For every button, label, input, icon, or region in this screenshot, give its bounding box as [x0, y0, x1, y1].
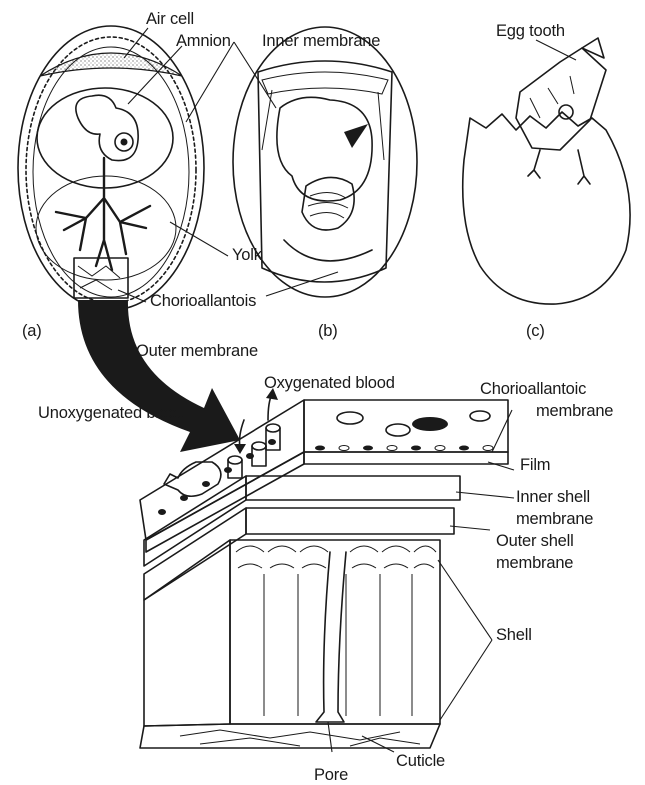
yolk-sac: [36, 176, 176, 280]
yolk-blood-vessels: [56, 158, 150, 270]
label-outer-shell-membrane-line1: Outer shell: [496, 532, 574, 550]
label-inner-shell-membrane-line1: Inner shell: [516, 488, 590, 506]
label-film: Film: [520, 456, 550, 474]
label-inner-membrane: Inner membrane: [262, 32, 380, 50]
diagram-labels: Air cell Amnion Inner membrane Egg tooth…: [38, 10, 613, 784]
hatching-chick: [516, 48, 606, 150]
label-pore: Pore: [314, 766, 348, 784]
embryo-pupil: [121, 139, 128, 146]
air-cell: [40, 53, 182, 76]
shell-side: [144, 540, 230, 726]
label-chorioallantoic-membrane-line1: Chorioallantoic: [480, 380, 586, 398]
label-egg-tooth: Egg tooth: [496, 22, 565, 40]
pore-channel: [316, 552, 346, 722]
label-air-cell: Air cell: [146, 10, 194, 28]
panel-c-tag: (c): [526, 322, 545, 340]
chorioallantois-b: [284, 240, 372, 261]
label-outer-membrane: Outer membrane: [136, 342, 258, 360]
embryo-body-b: [277, 97, 372, 201]
outer-shell-membrane-front: [246, 508, 454, 534]
unoxygenated-flow-arrow: [240, 420, 245, 448]
panel-c-egg-hatching: (c): [463, 38, 630, 340]
label-outer-shell-membrane-line2: membrane: [496, 554, 573, 572]
egg-c-shell: [463, 112, 630, 304]
label-cuticle: Cuticle: [396, 752, 445, 770]
chick-legs: [528, 150, 590, 184]
label-inner-shell-membrane-line2: membrane: [516, 510, 593, 528]
egg-b-opened-interior: [258, 61, 392, 282]
magnify-arrow: [78, 300, 240, 452]
panel-b-egg-section: (b): [233, 27, 417, 340]
label-chorioallantoic-membrane-line2: membrane: [536, 402, 613, 420]
capillary-row: [315, 446, 493, 451]
yolk-remnant-b: [302, 177, 354, 230]
embryo-b-beak: [344, 124, 368, 148]
panel-b-tag: (b): [318, 322, 338, 340]
label-oxygenated-blood: Oxygenated blood: [264, 374, 395, 392]
film-layer-front: [304, 452, 508, 464]
egg-tooth-tip: [582, 38, 604, 58]
label-yolk: Yolk: [232, 246, 263, 264]
label-amnion: Amnion: [176, 32, 231, 50]
embryo: [76, 95, 138, 160]
label-chorioallantois: Chorioallantois: [150, 292, 256, 310]
inner-shell-membrane-front: [246, 476, 460, 500]
label-unoxygenated-blood: Unoxygenated blood: [38, 404, 186, 422]
label-shell: Shell: [496, 626, 532, 644]
egg-b-air-cell: [262, 72, 388, 94]
panel-a-tag: (a): [22, 322, 42, 340]
mammillary-cones: [236, 546, 436, 568]
